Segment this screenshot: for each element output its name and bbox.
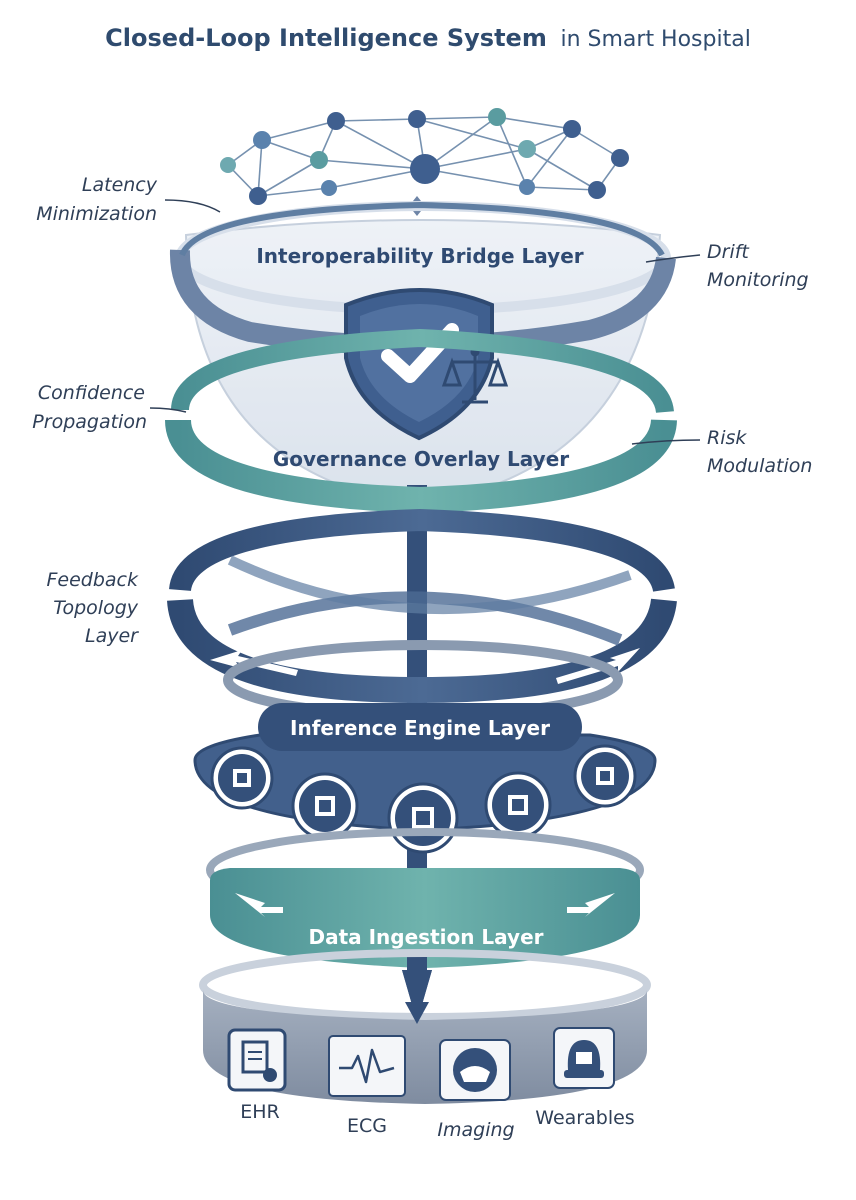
confidence-line-1: Confidence — [38, 382, 145, 404]
feedback-annotation: Feedback Topology Layer — [46, 569, 139, 647]
inference-layer-label: Inference Engine Layer — [290, 716, 550, 740]
risk-line-2: Modulation — [707, 455, 812, 477]
balance-scale-icon — [441, 347, 509, 404]
confidence-line-2: Propagation — [32, 411, 147, 433]
governance-ring — [165, 328, 677, 514]
chip-icon — [484, 771, 552, 839]
feedback-topology-ring — [167, 508, 677, 704]
drift-annotation: Drift Monitoring — [645, 241, 809, 291]
wearable-device-icon — [553, 1027, 615, 1089]
source-label-ehr: EHR — [240, 1101, 280, 1123]
feedback-line-3: Layer — [85, 625, 139, 647]
processor-chips — [210, 744, 637, 854]
imaging-scanner-icon — [439, 1039, 511, 1101]
latency-line-2: Minimization — [36, 203, 157, 225]
risk-annotation: Risk Modulation — [631, 427, 812, 477]
chip-icon — [387, 782, 459, 854]
risk-line-1: Risk — [707, 427, 747, 449]
latency-line-1: Latency — [82, 174, 158, 196]
source-label-ecg: ECG — [347, 1115, 387, 1137]
source-platform — [199, 949, 651, 1104]
source-label-wearables: Wearables — [535, 1107, 634, 1129]
latency-annotation: Latency Minimization — [36, 174, 221, 225]
chip-icon — [573, 744, 637, 808]
title-bold: Closed-Loop Intelligence System — [105, 24, 547, 52]
chip-icon — [291, 772, 359, 840]
source-label-imaging: Imaging — [437, 1119, 514, 1141]
ecg-waveform-icon — [328, 1035, 406, 1097]
ehr-document-icon — [227, 1028, 287, 1092]
feedback-line-1: Feedback — [46, 569, 139, 591]
confidence-annotation: Confidence Propagation — [32, 382, 187, 433]
title-regular: in Smart Hospital — [560, 27, 750, 52]
governance-layer-label: Governance Overlay Layer — [273, 447, 569, 471]
interoperability-layer-label: Interoperability Bridge Layer — [256, 244, 583, 268]
ingestion-layer-label: Data Ingestion Layer — [308, 925, 543, 949]
drift-line-2: Monitoring — [707, 269, 809, 291]
chip-icon — [210, 746, 274, 810]
drift-line-1: Drift — [707, 241, 750, 263]
diagram-title: Closed-Loop Intelligence System in Smart… — [105, 24, 751, 52]
data-ingestion-ring — [206, 828, 644, 968]
network-nodes — [220, 108, 629, 216]
feedback-line-2: Topology — [53, 597, 139, 619]
